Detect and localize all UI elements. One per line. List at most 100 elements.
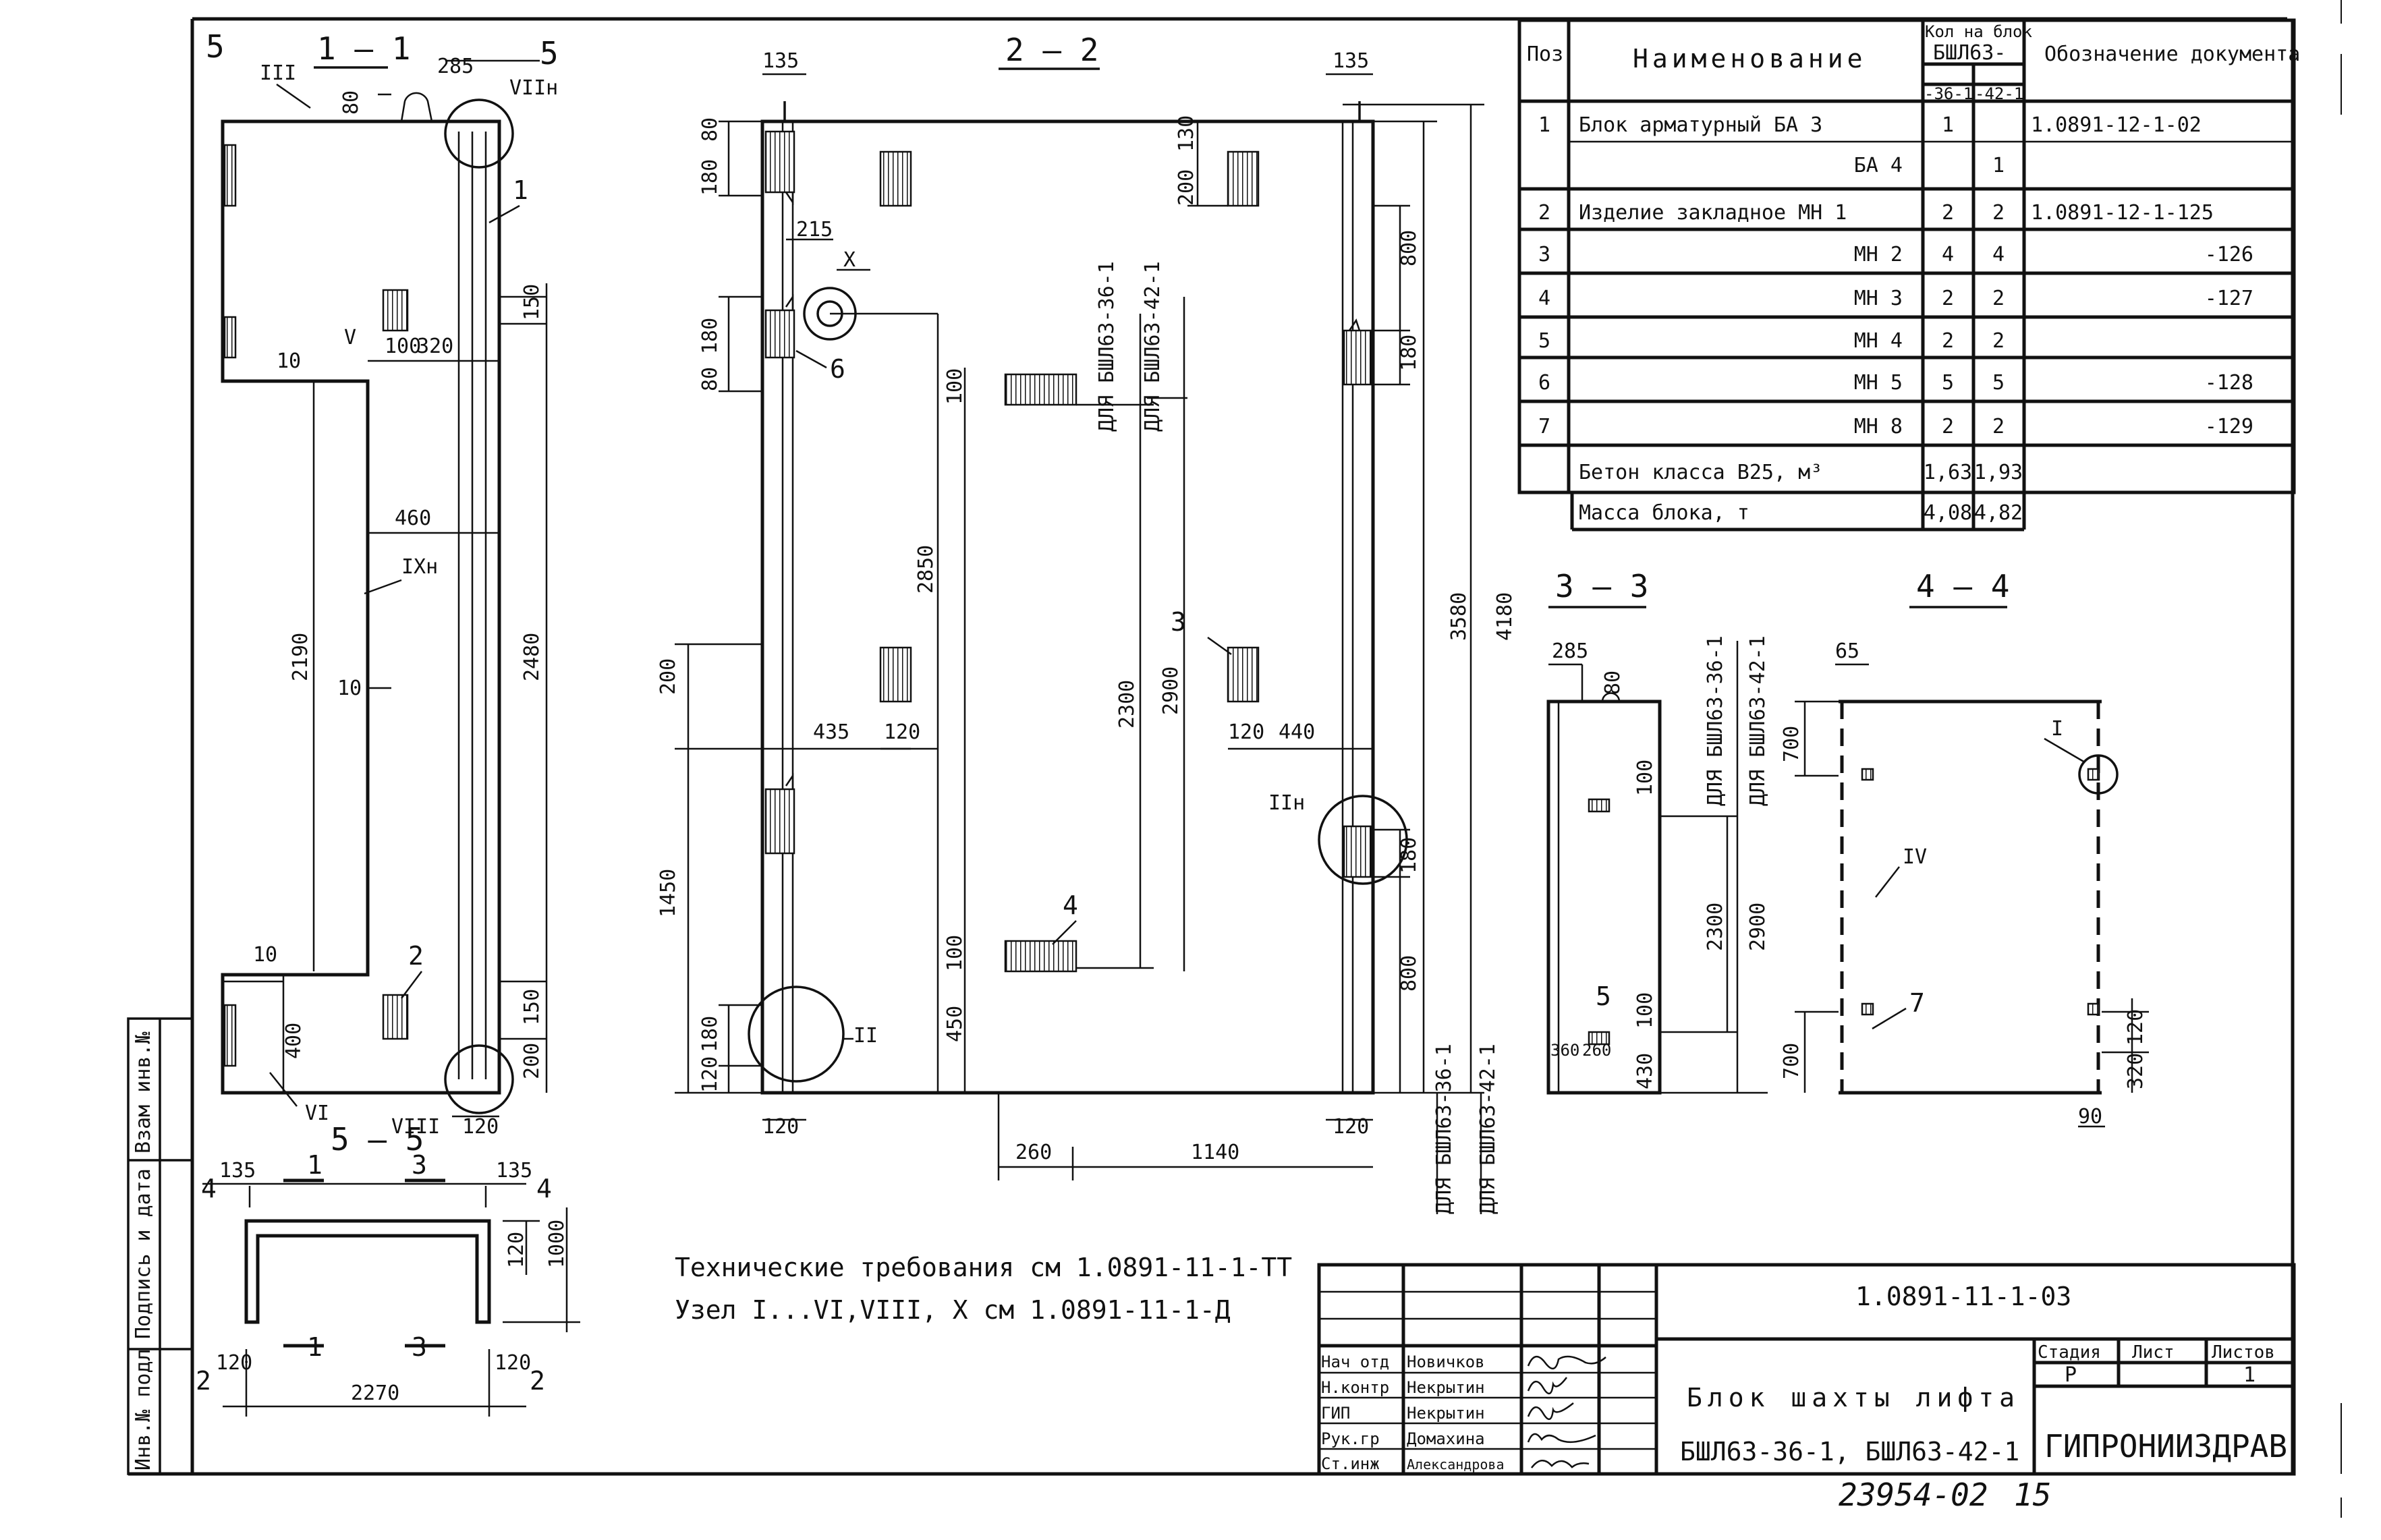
tb-stage-label: Стадия <box>2038 1342 2101 1363</box>
pos-4: 4 <box>1063 890 1078 920</box>
spec-pos: 5 <box>1538 329 1550 353</box>
s44-dim-700-b: 700 <box>1780 1043 1803 1079</box>
dim-135-tl: 135 <box>762 49 799 73</box>
section-2-2-title: 2 — 2 <box>1005 32 1098 68</box>
tb-name-3: Некрытин <box>1407 1404 1485 1423</box>
dim-180-ml: 180 <box>698 318 722 354</box>
dim-450: 450 <box>943 1006 967 1042</box>
label-for-36-b: ДЛЯ БШЛ63-36-1 <box>1432 1044 1456 1214</box>
tb-name-2: Некрытин <box>1407 1378 1485 1397</box>
dim-435: 435 <box>813 720 849 744</box>
dim-2850: 2850 <box>914 545 938 594</box>
dim-260: 260 <box>1015 1141 1052 1164</box>
spec-table: Поз Наименование Кол на блок БШЛ63- -36-… <box>1517 18 2300 532</box>
callout-VI: VI <box>305 1102 329 1125</box>
spec-qty42: 4 <box>1992 243 2005 266</box>
dim-135-r: 135 <box>496 1159 532 1182</box>
dim-180-tr: 180 <box>1397 335 1421 371</box>
s55-cut-4-l: 4 <box>201 1174 217 1203</box>
spec-doc: -128 <box>2205 371 2253 395</box>
callout-X: X <box>843 248 856 272</box>
section-4-4-title: 4 — 4 <box>1916 568 2009 604</box>
s33-dim-360: 360 <box>1550 1041 1579 1060</box>
tb-marks: БШЛ63-36-1, БШЛ63-42-1 <box>1680 1437 2019 1466</box>
spec-doc: -129 <box>2205 415 2253 438</box>
dim-200: 200 <box>520 1043 544 1079</box>
dim-4180: 4180 <box>1493 592 1517 641</box>
note-nodes: Узел I...VI,VIII, X см 1.0891-11-1-Д <box>675 1295 1231 1325</box>
dim-2270: 2270 <box>351 1381 399 1405</box>
spec-name: МН 5 <box>1854 371 1903 395</box>
dim-100: 100 <box>385 335 421 358</box>
s33-dim-260: 260 <box>1582 1041 1611 1060</box>
s44-dim-65: 65 <box>1835 639 1859 663</box>
dim-10c: 10 <box>253 943 277 967</box>
th-name: Наименование <box>1633 44 1867 74</box>
label-for-42-a: ДЛЯ БШЛ63-42-1 <box>1141 261 1165 432</box>
left-binding-strip: Инв.№ подл Подпись и дата Взам инв.№ <box>127 1017 194 1475</box>
s55-cut-3-t: 3 <box>412 1150 427 1180</box>
dim-3580: 3580 <box>1447 592 1471 641</box>
spec-qty42: 2 <box>1992 329 2005 353</box>
s33-dim-80: 80 <box>1601 671 1625 695</box>
label-for-42-b: ДЛЯ БШЛ63-42-1 <box>1476 1044 1500 1214</box>
dim-2190: 2190 <box>289 633 312 681</box>
spec-qty36: 5 <box>1942 371 1954 395</box>
spec-doc: 1.0891-12-1-02 <box>2031 113 2202 137</box>
tb-sheets-label: Листов <box>2212 1342 2275 1363</box>
s55-cut-2-l: 2 <box>196 1366 211 1396</box>
tb-role-4: Рук.гр <box>1321 1429 1380 1448</box>
spec-qty42: 2 <box>1992 287 2005 310</box>
dim-2900: 2900 <box>1159 666 1183 715</box>
section-3-3-title: 3 — 3 <box>1555 568 1648 604</box>
th-col36: -36-1 <box>1924 84 1973 103</box>
dim-120: 120 <box>462 1115 499 1139</box>
dim-80-tl: 80 <box>698 117 722 142</box>
spec-pos: 4 <box>1538 287 1550 310</box>
callout-I: I <box>2051 717 2063 741</box>
tb-role-5: Ст.инж <box>1321 1454 1380 1473</box>
dim-800-top: 800 <box>1397 230 1421 266</box>
spec-name: МН 2 <box>1854 243 1903 266</box>
page-number: 15 <box>2014 1477 2051 1513</box>
spec-qty36: 4,08 <box>1924 501 1972 525</box>
spec-qty36: 1,63 <box>1924 461 1972 484</box>
section-1-1-title: 1 — 1 <box>317 30 410 67</box>
s33-label-42: ДЛЯ БШЛ63-42-1 <box>1746 635 1770 806</box>
dim-100-a: 100 <box>943 368 967 405</box>
signature-1 <box>1527 1355 1606 1369</box>
cut-mark-5-left: 5 <box>206 28 225 65</box>
spec-qty36: 1 <box>1942 113 1954 137</box>
s33-dim-430: 430 <box>1633 1053 1657 1089</box>
section-5-5-title: 5 — 5 <box>331 1121 424 1158</box>
pos-2-s11: 2 <box>408 941 424 971</box>
dim-80: 80 <box>339 90 363 115</box>
section-2-2: 2 — 2 <box>656 32 1517 1214</box>
spec-name: Масса блока, т <box>1579 501 1749 525</box>
dim-1450: 1450 <box>656 869 680 917</box>
tb-stage: Р <box>2065 1363 2077 1387</box>
dim-100-b: 100 <box>943 935 967 971</box>
section-3-3: 3 — 3 285 80 100 100 2300 2900 360 260 4… <box>1546 568 1770 1095</box>
dim-2300: 2300 <box>1115 680 1139 729</box>
s55-cut-2-r: 2 <box>530 1366 545 1396</box>
dim-400: 400 <box>282 1023 306 1059</box>
callout-III: III <box>260 61 296 85</box>
spec-pos: 1 <box>1538 113 1550 137</box>
spec-name: МН 8 <box>1854 415 1903 438</box>
spec-qty42: 2 <box>1992 201 2005 225</box>
callout-IIn: IIн <box>1268 791 1305 815</box>
spec-qty36: 4 <box>1942 243 1954 266</box>
spec-pos: 2 <box>1538 201 1550 225</box>
section-4-4: 4 — 4 65 700 700 120 320 90 I IV 7 <box>1780 568 2149 1129</box>
spec-qty36: 2 <box>1942 415 1954 438</box>
tb-role-3: ГИП <box>1321 1404 1350 1423</box>
tb-role-1: Нач отд <box>1321 1352 1389 1371</box>
callout-IXn: IXн <box>401 555 438 579</box>
dim-180-mr: 180 <box>1397 837 1421 874</box>
dim-130: 130 <box>1175 115 1198 152</box>
tb-role-2: Н.контр <box>1321 1378 1389 1397</box>
dim-135-tr: 135 <box>1333 49 1369 73</box>
